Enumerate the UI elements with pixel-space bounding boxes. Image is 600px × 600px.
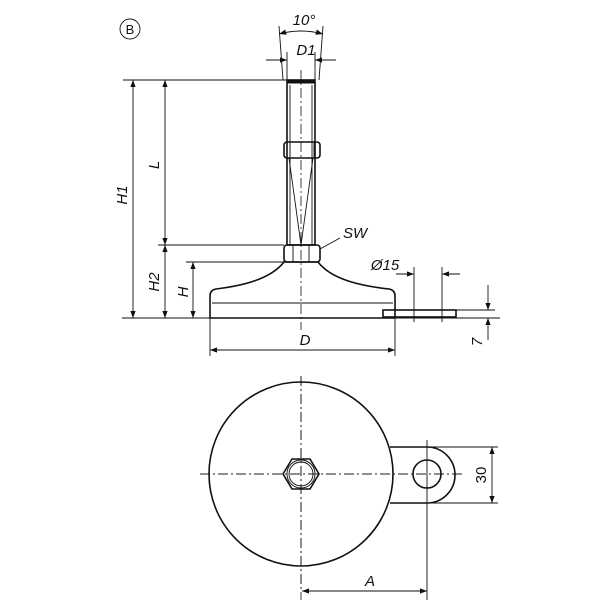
tab-outline bbox=[390, 446, 456, 504]
lock-nut bbox=[283, 141, 321, 159]
side-dimensions: 10° D1 H1 L H2 H SW Ø15 7 bbox=[114, 12, 495, 356]
base-plate bbox=[209, 261, 396, 319]
thickness-label: 7 bbox=[469, 337, 486, 346]
a-label: A bbox=[364, 573, 375, 590]
hex-nut-top bbox=[282, 458, 320, 490]
view-marker-label: B bbox=[126, 22, 135, 37]
hole-diameter-label: Ø15 bbox=[370, 257, 400, 274]
d-label: D bbox=[300, 332, 311, 349]
sw-label: SW bbox=[343, 225, 369, 242]
top-view bbox=[200, 376, 462, 600]
hex-nut bbox=[283, 244, 321, 263]
top-dimensions: 30 A bbox=[302, 446, 498, 594]
h-label: H bbox=[175, 286, 192, 297]
d1-label: D1 bbox=[296, 42, 315, 59]
l-label: L bbox=[146, 161, 163, 169]
tab-width-label: 30 bbox=[473, 467, 490, 484]
mounting-tab bbox=[382, 309, 457, 318]
angle-label: 10° bbox=[293, 12, 316, 29]
h2-label: H2 bbox=[146, 272, 163, 292]
tab-hole bbox=[412, 459, 442, 489]
h1-label: H1 bbox=[114, 185, 131, 204]
view-marker: B bbox=[119, 18, 141, 40]
